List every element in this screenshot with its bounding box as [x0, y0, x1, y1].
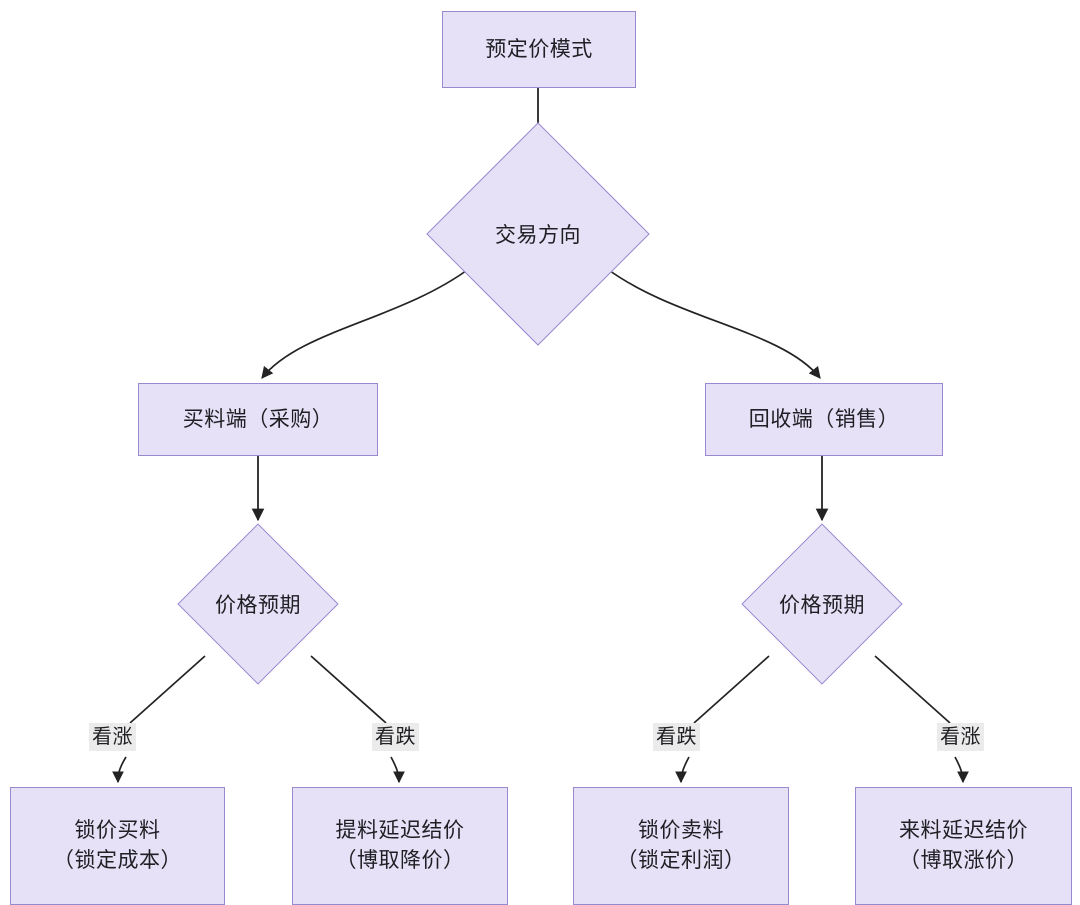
edge-label-right-bearish: 看跌: [653, 723, 700, 751]
node-price-expect-left[interactable]: 价格预期: [177, 523, 339, 685]
node-leaf-4-label: 来料延迟结价 （博取涨价）: [899, 819, 1028, 872]
node-buy-side[interactable]: 买料端（采购）: [138, 383, 378, 456]
node-leaf-3-label: 锁价卖料 （锁定利润）: [616, 819, 746, 872]
edge-price-expect-right-to-leaf-4: [874, 655, 951, 724]
node-buy-side-label: 买料端（采购）: [182, 407, 334, 431]
node-price-expect-right-label: 价格预期: [779, 594, 865, 617]
node-price-expect-left-label: 价格预期: [215, 594, 301, 617]
edge-price-expect-right-to-leaf-3-tail: [675, 756, 690, 784]
edge-price-expect-left-to-leaf-1: [129, 655, 206, 724]
edge-price-expect-right-to-leaf-3: [693, 655, 770, 724]
node-leaf-2[interactable]: 提料延迟结价 （博取降价）: [292, 787, 508, 905]
edge-label-left-bearish: 看跌: [372, 723, 419, 751]
edge-price-expect-left-to-leaf-2: [310, 655, 387, 724]
node-sell-side-label: 回收端（销售）: [748, 407, 900, 431]
node-direction-label: 交易方向: [495, 224, 581, 247]
edge-direction-to-buy-side: [261, 267, 471, 379]
edge-label-left-bullish: 看涨: [89, 723, 136, 751]
edge-price-expect-left-to-leaf-1-tail: [112, 756, 127, 784]
node-sell-side[interactable]: 回收端（销售）: [705, 383, 943, 456]
node-direction[interactable]: 交易方向: [426, 122, 650, 346]
edge-price-expect-right-to-leaf-4-tail: [954, 756, 969, 784]
node-leaf-4[interactable]: 来料延迟结价 （博取涨价）: [855, 787, 1072, 905]
node-leaf-3[interactable]: 锁价卖料 （锁定利润）: [573, 787, 789, 905]
node-leaf-2-label: 提料延迟结价 （博取降价）: [335, 819, 465, 872]
edge-direction-to-sell-side: [605, 267, 821, 379]
node-leaf-1-label: 锁价买料 （锁定成本）: [53, 819, 182, 872]
node-price-expect-right[interactable]: 价格预期: [741, 523, 903, 685]
edge-label-right-bullish: 看涨: [937, 723, 984, 751]
node-leaf-1[interactable]: 锁价买料 （锁定成本）: [10, 787, 225, 905]
node-root-label: 预定价模式: [485, 37, 593, 61]
node-root[interactable]: 预定价模式: [442, 11, 636, 88]
edge-price-expect-left-to-leaf-2-tail: [390, 756, 405, 784]
